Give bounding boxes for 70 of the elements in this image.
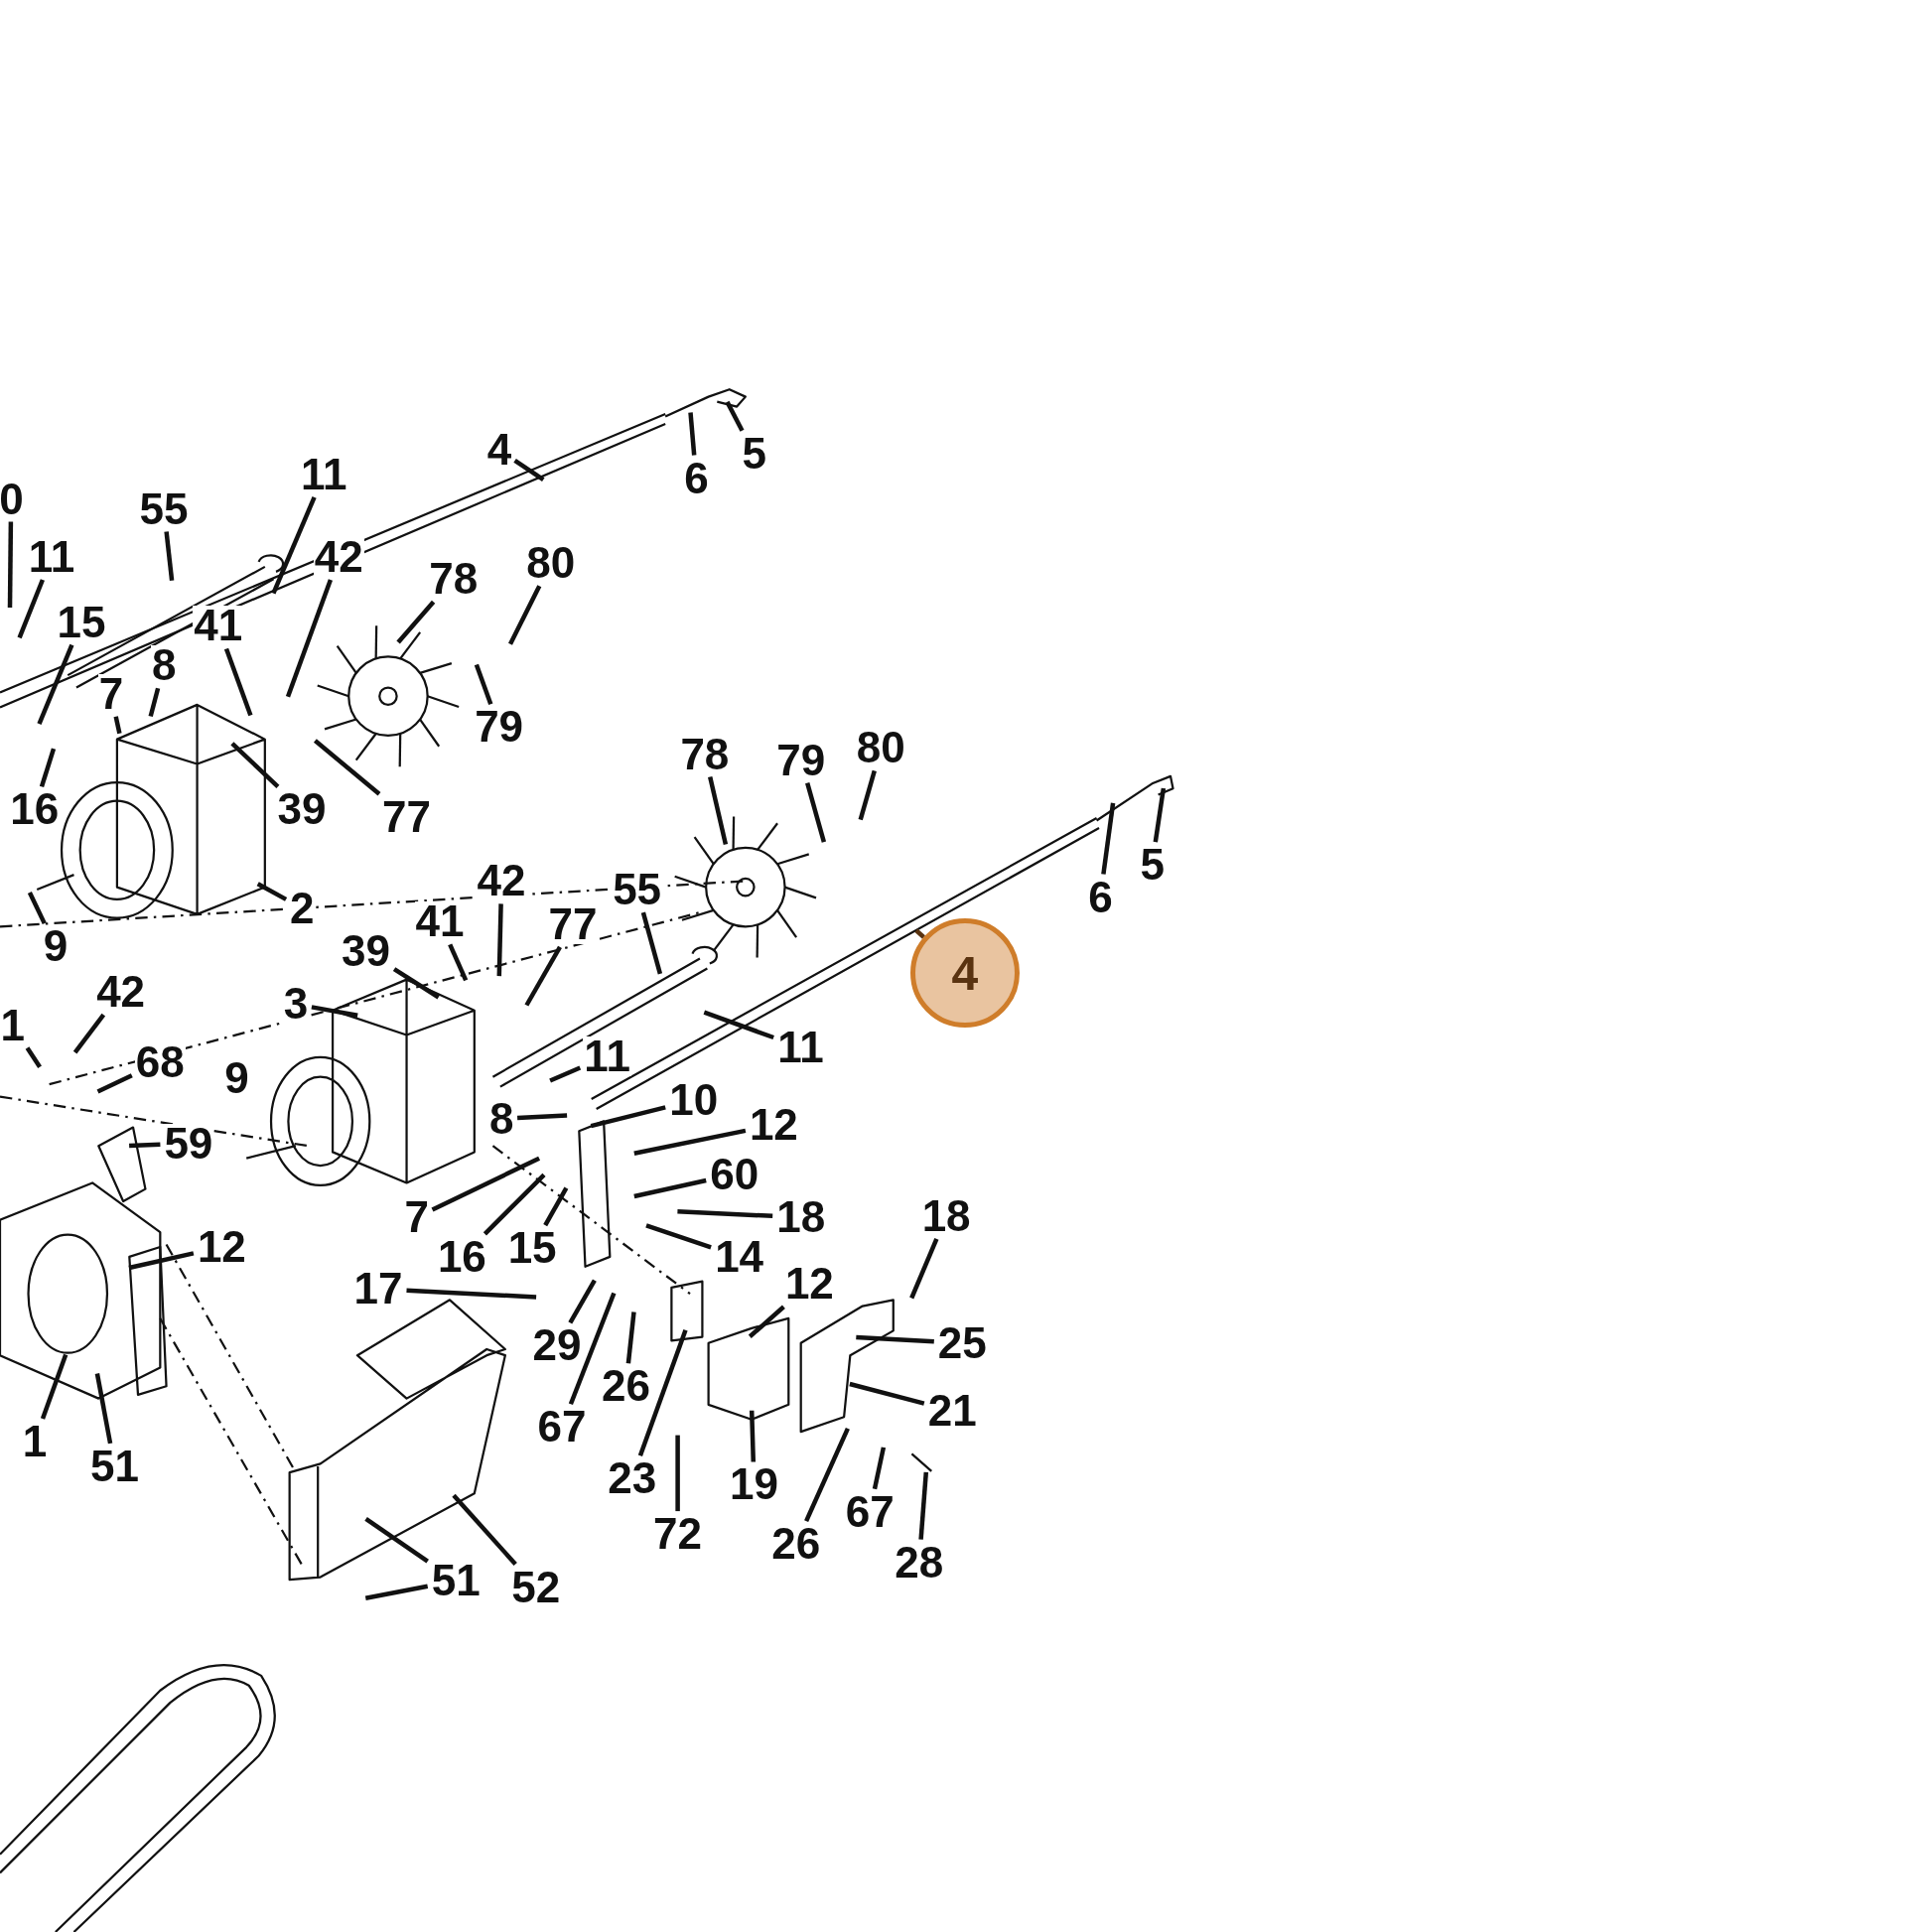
leader-line — [230, 742, 280, 789]
leader-line — [703, 1010, 774, 1040]
leader-line — [590, 1105, 666, 1129]
leader-line — [364, 1517, 429, 1564]
leader-line — [128, 1251, 195, 1271]
leader-line — [96, 1073, 133, 1094]
leader-line — [431, 1156, 541, 1212]
leader-line — [805, 782, 827, 843]
leader-line — [311, 1005, 358, 1018]
leader-line — [637, 1329, 688, 1457]
leader-line — [113, 716, 122, 735]
leader-line — [39, 748, 57, 788]
leader-line — [918, 1471, 929, 1540]
leader-line — [872, 1447, 887, 1490]
highlighted-callout-number: 4 — [909, 918, 1020, 1029]
leader-line — [524, 945, 562, 1007]
callout-number: 42 — [313, 536, 364, 577]
leader-line — [804, 1428, 850, 1522]
leader-line — [452, 1493, 517, 1566]
leader-line — [568, 1279, 597, 1324]
leader-line — [909, 1238, 939, 1300]
leader-line — [164, 531, 175, 582]
leader-line — [858, 769, 877, 821]
callout-number: 11 — [583, 1035, 631, 1076]
leader-line — [94, 1373, 113, 1445]
leader-line — [27, 892, 47, 925]
leader-line — [708, 776, 729, 845]
leader-line — [849, 1381, 925, 1406]
leader-line — [517, 1113, 568, 1121]
leader-line — [749, 1410, 757, 1462]
leader-line — [748, 1305, 785, 1338]
leader-line — [406, 1288, 537, 1300]
leader-line — [148, 687, 161, 718]
leader-line — [40, 1353, 69, 1420]
leader-line — [677, 1209, 773, 1219]
leader-line — [392, 967, 440, 1000]
leader-line — [914, 928, 925, 939]
leader-line — [633, 1128, 747, 1156]
leader-line — [223, 647, 253, 717]
leader-line — [25, 1046, 42, 1068]
leader-line — [7, 521, 14, 609]
leader-line — [725, 400, 745, 432]
leader-line — [396, 600, 436, 644]
leader-line — [513, 458, 545, 482]
leader-line — [856, 1334, 934, 1344]
leader-line — [625, 1311, 636, 1364]
leader-line — [271, 495, 317, 595]
leader-line — [313, 739, 381, 796]
leader-line — [549, 1065, 582, 1083]
leader-line — [448, 943, 469, 982]
leader-line — [1153, 787, 1167, 843]
leader-line — [688, 412, 697, 456]
leader-line — [256, 882, 288, 901]
leader-line — [645, 1223, 712, 1250]
leader-line — [483, 1173, 546, 1236]
leader-line — [543, 1186, 569, 1227]
leader-line — [37, 643, 74, 726]
leader-line — [508, 585, 542, 645]
leader-line — [474, 663, 493, 705]
leader-line — [285, 579, 333, 698]
leader-line — [72, 1013, 106, 1054]
leader-line — [364, 1584, 429, 1600]
leader-line — [17, 579, 45, 639]
leader-line — [675, 1435, 680, 1512]
leader-line — [129, 1142, 161, 1149]
leader-line — [640, 911, 663, 975]
leader-line — [633, 1177, 707, 1199]
leader-line — [1101, 802, 1116, 875]
leader-line — [496, 903, 503, 977]
leader-line — [568, 1292, 617, 1405]
